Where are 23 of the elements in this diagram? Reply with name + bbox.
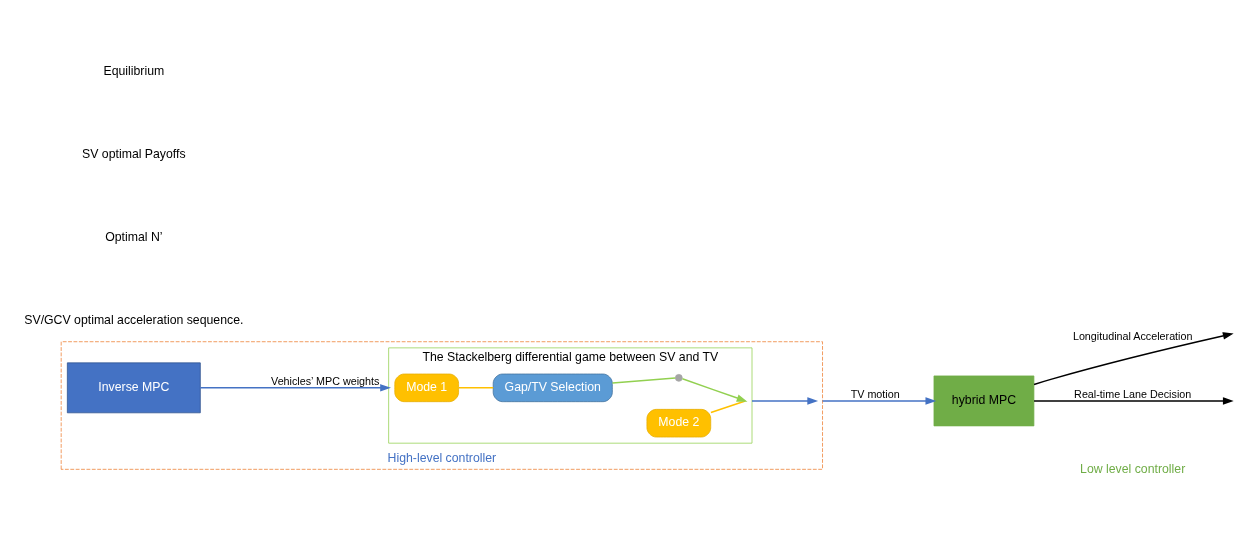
arrow xyxy=(199,383,391,392)
arrow xyxy=(751,396,819,405)
node-box: Inverse MPC xyxy=(66,361,201,413)
connector xyxy=(611,376,677,384)
arrow xyxy=(681,377,748,402)
arrow xyxy=(1033,331,1234,385)
label: Low level controller xyxy=(1080,461,1186,476)
node-circle xyxy=(674,373,683,382)
edge-label: Vehicles’ MPC weights xyxy=(271,374,380,387)
edge-label: Real-time Lane Decision xyxy=(1074,387,1192,400)
label: Optimal N’ xyxy=(105,229,163,244)
node-box: Mode 1 xyxy=(394,373,459,402)
arrow xyxy=(1033,396,1234,405)
node-box: Gap/TV Selection xyxy=(492,373,613,402)
arrow xyxy=(821,396,937,405)
node-box: hybrid MPC xyxy=(933,375,1035,426)
label: SV/GCV optimal acceleration sequence. xyxy=(24,312,244,327)
connector xyxy=(458,386,494,389)
node-box: Mode 2 xyxy=(646,408,712,437)
label: Equilibrium xyxy=(103,63,165,78)
edge-label: Longitudinal Acceleration xyxy=(1072,329,1193,342)
label: SV optimal Payoffs xyxy=(82,146,186,161)
edge-label: TV motion xyxy=(850,387,900,400)
